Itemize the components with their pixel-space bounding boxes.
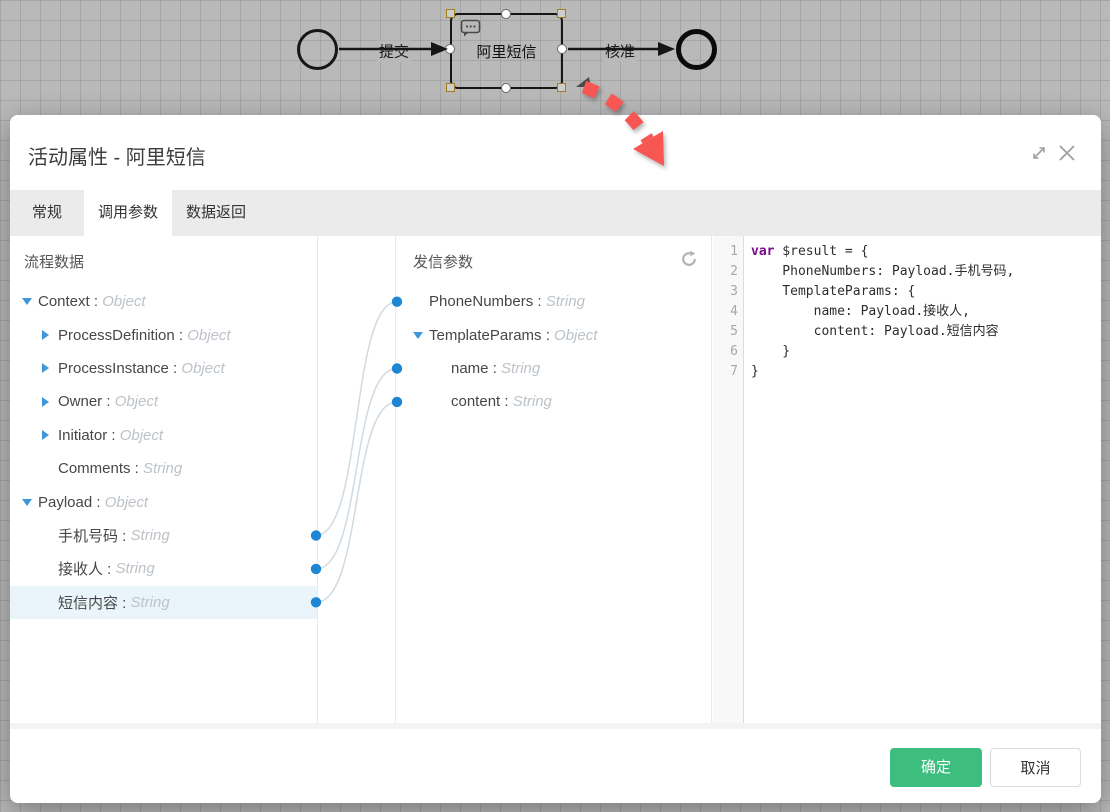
- node-label: ProcessInstance :: [58, 360, 181, 377]
- maximize-icon[interactable]: [1030, 144, 1048, 162]
- node-label: 短信内容 :: [58, 592, 131, 613]
- line-number-gutter: 1234567: [713, 236, 744, 723]
- tree-row[interactable]: name : String: [396, 352, 711, 385]
- collapse-icon[interactable]: [22, 298, 38, 305]
- mapping-curve: [316, 369, 397, 569]
- activity-properties-dialog: 活动属性 - 阿里短信 常规调用参数数据返回 流程数据 Context : Ob…: [10, 115, 1101, 803]
- expand-icon[interactable]: [42, 397, 58, 407]
- node-label: name :: [451, 360, 501, 377]
- tab-general[interactable]: 常规: [10, 190, 84, 236]
- collapse-icon[interactable]: [413, 332, 429, 339]
- node-label: 手机号码 :: [58, 525, 131, 546]
- start-event-circle[interactable]: [297, 29, 338, 70]
- connector-port[interactable]: [445, 44, 455, 54]
- node-type: String: [513, 393, 552, 410]
- node-type: String: [143, 460, 182, 477]
- port-dot[interactable]: [311, 564, 321, 574]
- connector-port[interactable]: [501, 83, 511, 93]
- node-type: Object: [102, 293, 145, 310]
- tree-row[interactable]: Initiator : Object: [10, 419, 317, 452]
- node-label: Payload :: [38, 494, 105, 511]
- end-event-circle[interactable]: [676, 29, 717, 70]
- node-type: Object: [115, 393, 158, 410]
- close-icon[interactable]: [1056, 142, 1078, 164]
- selection-handle[interactable]: [557, 83, 566, 92]
- expand-icon[interactable]: [42, 430, 58, 440]
- port-dot[interactable]: [392, 297, 402, 307]
- port-dot[interactable]: [311, 597, 321, 607]
- node-type: Object: [187, 327, 230, 344]
- process-data-panel: 流程数据 Context : ObjectProcessDefinition :…: [10, 236, 318, 723]
- node-label: Initiator :: [58, 427, 120, 444]
- tree-row[interactable]: 手机号码 : String: [10, 519, 317, 552]
- tab-data-return[interactable]: 数据返回: [172, 190, 260, 236]
- dialog-header: 活动属性 - 阿里短信: [10, 115, 1101, 190]
- mapping-curve: [316, 302, 397, 536]
- dialog-footer: 确定 取消: [10, 729, 1101, 803]
- ok-button[interactable]: 确定: [890, 748, 982, 787]
- node-type: String: [546, 293, 585, 310]
- selection-handle[interactable]: [446, 83, 455, 92]
- node-type: Object: [554, 327, 597, 344]
- collapse-icon[interactable]: [22, 499, 38, 506]
- node-type: Object: [105, 494, 148, 511]
- tree-row[interactable]: 接收人 : String: [10, 552, 317, 585]
- code-lines[interactable]: var $result = { PhoneNumbers: Payload.手机…: [744, 236, 1101, 723]
- cancel-button[interactable]: 取消: [990, 748, 1081, 787]
- left-panel-header: 流程数据: [24, 251, 84, 272]
- node-label: Context :: [38, 293, 102, 310]
- connector-port[interactable]: [557, 44, 567, 54]
- transition-label-submit: 提交: [377, 41, 411, 62]
- connector-port[interactable]: [501, 9, 511, 19]
- node-type: Object: [181, 360, 224, 377]
- call-params-tab-content: 流程数据 Context : ObjectProcessDefinition :…: [10, 236, 1101, 723]
- tree-row[interactable]: PhoneNumbers : String: [396, 285, 711, 318]
- selection-handle[interactable]: [557, 9, 566, 18]
- node-type: String: [131, 527, 170, 544]
- task-node-label: 阿里短信: [476, 41, 536, 62]
- node-label: ProcessDefinition :: [58, 327, 187, 344]
- port-dot[interactable]: [311, 530, 321, 540]
- node-label: TemplateParams :: [429, 327, 554, 344]
- tree-row[interactable]: content : String: [396, 385, 711, 418]
- right-panel-header: 发信参数: [413, 251, 473, 272]
- node-type: Object: [120, 427, 163, 444]
- node-type: String: [131, 594, 170, 611]
- expand-icon[interactable]: [42, 363, 58, 373]
- node-label: 接收人 :: [58, 558, 116, 579]
- expand-icon[interactable]: [42, 330, 58, 340]
- selection-handle[interactable]: [446, 9, 455, 18]
- tree-row[interactable]: Comments : String: [10, 452, 317, 485]
- tree-row[interactable]: Payload : Object: [10, 485, 317, 518]
- tree-row[interactable]: ProcessInstance : Object: [10, 352, 317, 385]
- tree-row[interactable]: Context : Object: [10, 285, 317, 318]
- tree-row[interactable]: 短信内容 : String: [10, 586, 317, 619]
- send-params-panel: 发信参数 PhoneNumbers : StringTemplateParams…: [395, 236, 712, 723]
- node-label: Owner :: [58, 393, 115, 410]
- mapping-curve: [316, 402, 397, 602]
- message-icon: [460, 19, 482, 37]
- node-label: Comments :: [58, 460, 143, 477]
- tab-call-params[interactable]: 调用参数: [84, 190, 172, 236]
- node-type: String: [501, 360, 540, 377]
- port-dot[interactable]: [392, 397, 402, 407]
- dialog-title: 活动属性 - 阿里短信: [28, 141, 206, 170]
- node-label: content :: [451, 393, 513, 410]
- transition-label-approve: 核准: [603, 41, 637, 62]
- code-editor[interactable]: 1234567 var $result = { PhoneNumbers: Pa…: [713, 236, 1101, 723]
- tree-row[interactable]: ProcessDefinition : Object: [10, 318, 317, 351]
- port-dot[interactable]: [392, 363, 402, 373]
- tree-row[interactable]: TemplateParams : Object: [396, 318, 711, 351]
- node-label: PhoneNumbers :: [429, 293, 546, 310]
- node-type: String: [116, 560, 155, 577]
- tree-row[interactable]: Owner : Object: [10, 385, 317, 418]
- refresh-icon[interactable]: [679, 249, 699, 269]
- tab-bar: 常规调用参数数据返回: [10, 190, 1101, 236]
